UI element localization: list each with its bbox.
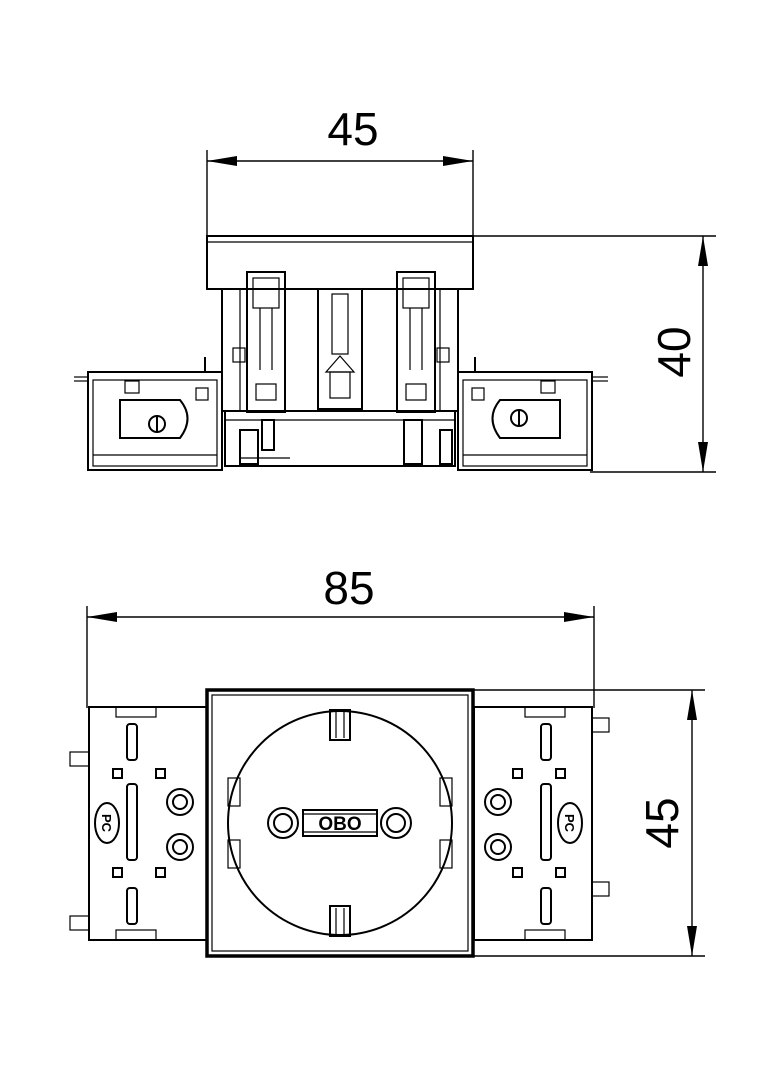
brand-logo (302, 809, 378, 837)
front-width-dimension: 85 (86, 562, 595, 708)
brand-label: OBO (318, 814, 361, 835)
front-view: 85 45 (69, 562, 705, 958)
front-width-label: 85 (323, 562, 374, 614)
socket-plate-front: OBO (205, 688, 475, 958)
terminal-left-label: PC (99, 814, 114, 833)
front-height-dimension: 45 (473, 689, 705, 957)
terminal-block-right-side (457, 357, 608, 471)
socket-body-side (221, 271, 459, 467)
terminal-block-right-front: PC (473, 706, 610, 941)
side-height-dimension: 40 (473, 235, 716, 473)
side-width-dimension: 45 (206, 103, 474, 236)
side-view: 45 40 (74, 103, 716, 473)
side-width-label: 45 (327, 103, 378, 155)
terminal-block-left-side (74, 357, 223, 471)
front-height-label: 45 (636, 797, 688, 848)
side-height-label: 40 (648, 326, 700, 377)
terminal-right-label: PC (562, 814, 577, 833)
terminal-block-left-front: PC (69, 706, 208, 941)
